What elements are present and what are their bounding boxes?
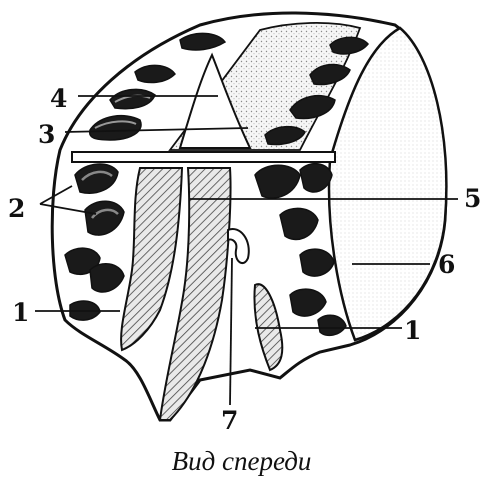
label-4: 4 xyxy=(50,86,67,111)
label-2: 2 xyxy=(8,196,25,221)
label-1-left: 1 xyxy=(12,300,29,325)
label-1-right: 1 xyxy=(404,318,421,343)
horizontal-plate xyxy=(72,152,335,162)
label-3: 3 xyxy=(38,122,55,147)
label-5: 5 xyxy=(464,186,481,211)
label-6: 6 xyxy=(438,252,455,277)
caption-front-view: Вид спереди xyxy=(0,446,483,477)
label-7: 7 xyxy=(221,408,238,433)
